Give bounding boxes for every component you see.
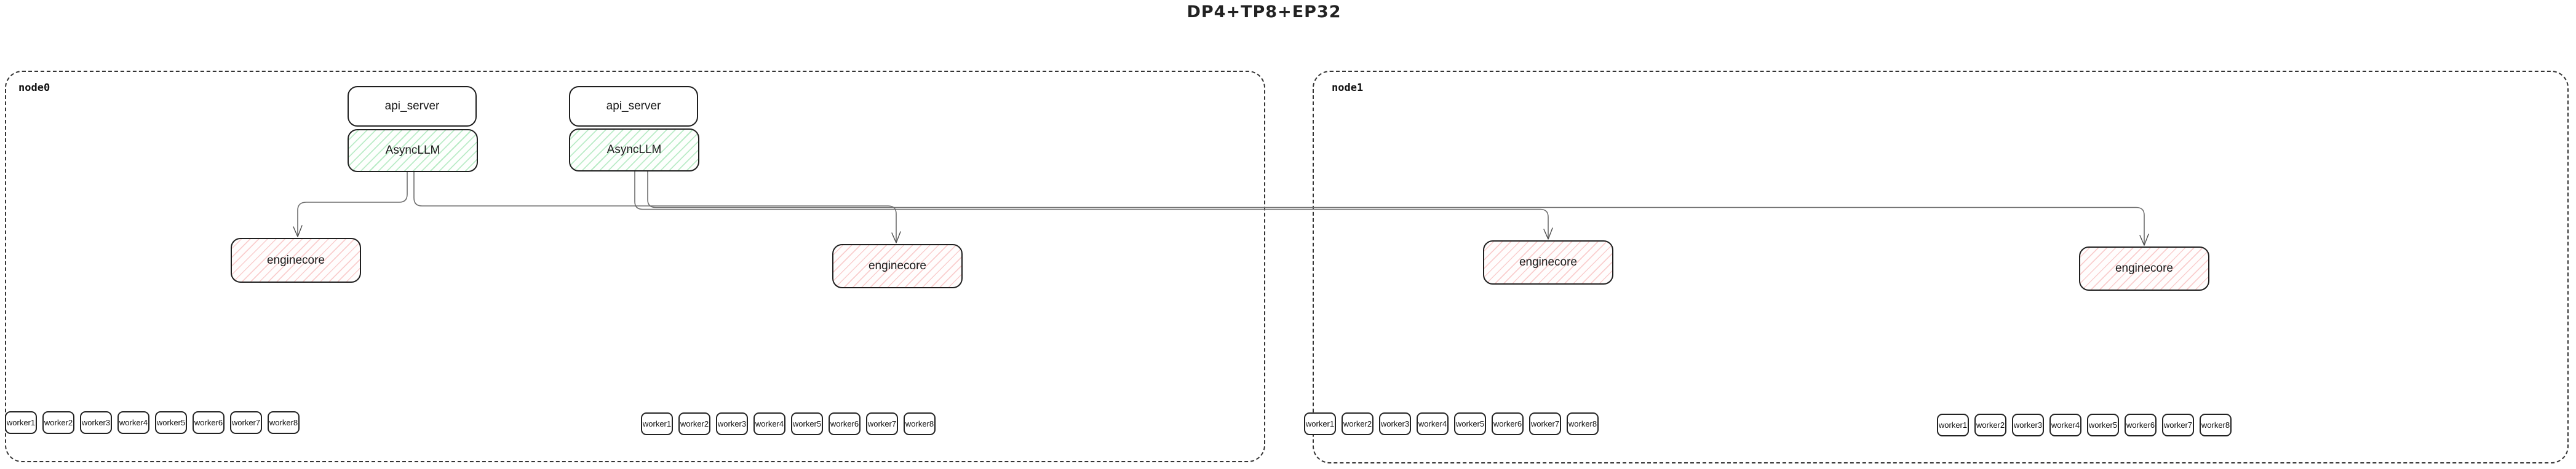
worker-box: worker1 [1304, 412, 1336, 435]
node0-worker-group-2: worker1 worker2 worker3 worker4 worker5 … [641, 412, 936, 435]
worker-box: worker2 [42, 411, 74, 434]
worker-box: worker6 [829, 412, 861, 435]
worker-box: worker1 [641, 412, 673, 435]
arrowhead-enginecore2-icon [891, 231, 901, 243]
worker-box: worker7 [1529, 412, 1561, 435]
node0-container [5, 71, 1265, 462]
arrowhead-enginecore4-icon [2139, 234, 2149, 246]
worker-box: worker5 [2087, 414, 2119, 436]
api-server-box-2: api_server [569, 86, 698, 127]
node1-label: node1 [1332, 82, 1364, 94]
worker-box: worker1 [1937, 414, 1969, 436]
worker-box: worker5 [791, 412, 823, 435]
worker-box: worker3 [1379, 412, 1411, 435]
edge-asyncllm1-enginecore1 [297, 171, 408, 235]
node0-label: node0 [18, 82, 50, 94]
worker-box: worker4 [117, 411, 149, 434]
worker-box: worker4 [2049, 414, 2081, 436]
edge-asyncllm2-enginecore3 [634, 171, 1549, 238]
asyncllm-box-1: AsyncLLM [348, 129, 478, 172]
enginecore-box-1: enginecore [231, 238, 361, 283]
worker-box: worker7 [230, 411, 262, 434]
enginecore-box-2: enginecore [832, 244, 963, 288]
worker-box: worker7 [866, 412, 898, 435]
worker-box: worker8 [1567, 412, 1599, 435]
worker-box: worker2 [1342, 412, 1373, 435]
worker-box: worker3 [80, 411, 112, 434]
worker-box: worker8 [904, 412, 936, 435]
arrowhead-enginecore3-icon [1543, 227, 1553, 240]
node1-worker-group-1: worker1 worker2 worker3 worker4 worker5 … [1304, 412, 1599, 435]
node1-container [1313, 71, 2569, 463]
worker-box: worker5 [1454, 412, 1486, 435]
worker-box: worker4 [753, 412, 785, 435]
node1-worker-group-2: worker1 worker2 worker3 worker4 worker5 … [1937, 414, 2232, 436]
worker-box: worker3 [2012, 414, 2044, 436]
worker-box: worker8 [268, 411, 300, 434]
worker-box: worker7 [2162, 414, 2194, 436]
enginecore-box-4: enginecore [2079, 246, 2209, 291]
arrowhead-enginecore1-icon [293, 225, 303, 237]
worker-box: worker3 [716, 412, 748, 435]
worker-box: worker5 [155, 411, 187, 434]
worker-box: worker6 [2125, 414, 2157, 436]
worker-box: worker8 [2200, 414, 2232, 436]
asyncllm-box-2: AsyncLLM [569, 128, 699, 171]
api-server-box-1: api_server [348, 86, 477, 127]
worker-box: worker1 [5, 411, 37, 434]
worker-box: worker2 [1974, 414, 2006, 436]
node0-worker-group-1: worker1 worker2 worker3 worker4 worker5 … [5, 411, 300, 434]
worker-box: worker6 [1492, 412, 1524, 435]
edge-asyncllm1-enginecore2 [413, 171, 897, 242]
enginecore-box-3: enginecore [1483, 240, 1613, 285]
worker-box: worker2 [678, 412, 710, 435]
worker-box: worker4 [1417, 412, 1449, 435]
edge-asyncllm2-enginecore4 [647, 171, 2145, 244]
diagram-title: DP4+TP8+EP32 [1187, 2, 1342, 22]
worker-box: worker6 [193, 411, 225, 434]
